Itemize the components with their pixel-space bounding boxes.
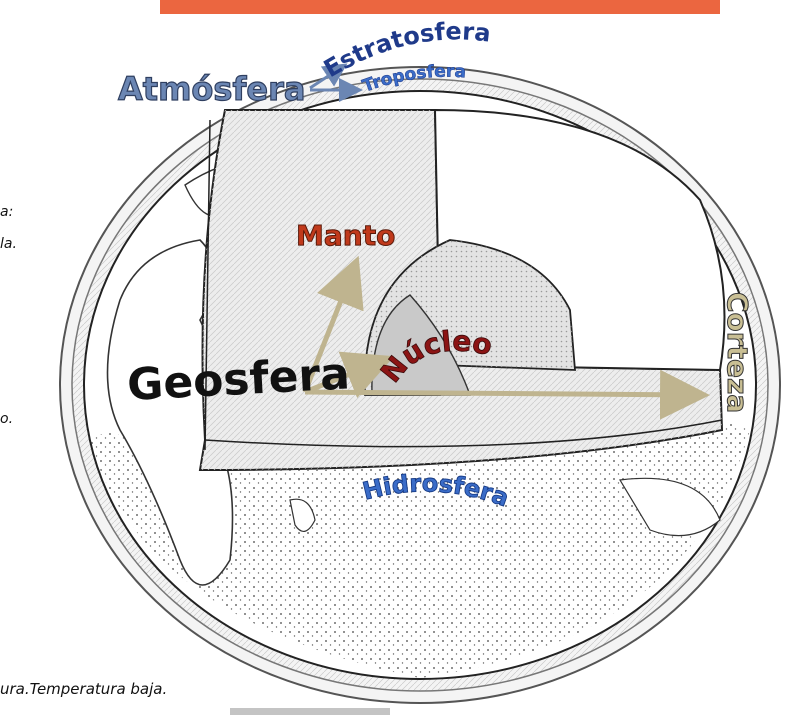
title-fragment <box>160 0 720 14</box>
side-text-1: a: <box>0 204 13 220</box>
side-text-2: la. <box>0 236 17 252</box>
label-atmosfera: Atmósfera <box>118 70 305 108</box>
side-text-4: ura.Temperatura baja. <box>0 680 167 698</box>
cropped-text-fragment <box>230 708 390 715</box>
side-text-3: o. <box>0 411 13 427</box>
label-manto: Manto <box>296 219 395 252</box>
label-corteza: Corteza <box>721 292 754 413</box>
arrow-to-corteza <box>305 392 700 395</box>
